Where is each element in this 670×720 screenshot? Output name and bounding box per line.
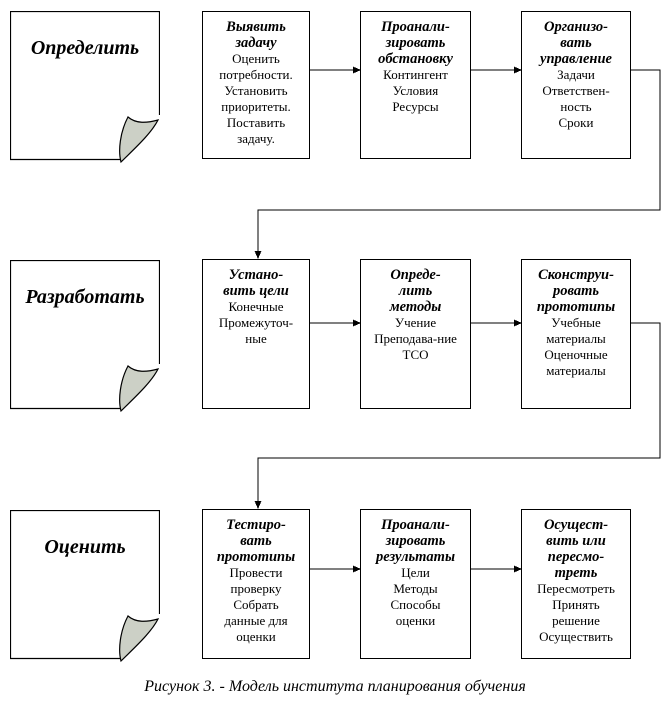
step-body: Учение Преподава-ние ТСО [374,315,457,362]
step-body: Пересмотреть Принять решение Осуществить [537,581,615,644]
stage-label: Оценить [44,536,126,558]
step-box-set-goals: Устано- вить цели Конечные Промежуточ- н… [202,259,310,409]
stage-card-develop: Разработать [10,260,160,415]
step-title: Организо- вать управление [540,19,612,67]
stage-card-define: Определить [10,11,160,166]
step-title: Устано- вить цели [223,267,289,299]
stage-label: Разработать [25,286,145,308]
step-body: Оценить потребности. Установить приорите… [219,51,293,146]
figure-caption: Рисунок 3. - Модель института планирован… [144,678,526,695]
step-body: Цели Методы Способы оценки [390,565,441,628]
step-box-identify-task: Выявить задачу Оценить потребности. Уста… [202,11,310,159]
step-body: Провести проверку Собрать данные для оце… [224,565,288,644]
step-body: Учебные материалы Оценочные материалы [544,315,608,378]
arrowhead-down [254,251,262,259]
step-title: Проанали- зировать обстановку [378,19,453,67]
step-title: Опреде- лить методы [389,267,442,315]
page-fold-corner [119,116,160,164]
step-box-define-methods: Опреде- лить методы Учение Преподава-ние… [360,259,471,409]
step-body: Задачи Ответствен- ность Сроки [542,67,610,130]
step-box-analyze-situation: Проанали- зировать обстановку Контингент… [360,11,471,159]
step-body: Контингент Условия Ресурсы [383,67,448,114]
stage-card-evaluate: Оценить [10,510,160,665]
step-title: Выявить задачу [226,19,286,51]
page-fold-corner [119,365,160,413]
stage-label: Определить [30,37,140,59]
step-box-test-prototypes: Тестиро- вать прототипы Провести проверк… [202,509,310,659]
folded-page-shape [10,260,160,413]
step-title: Осущест- вить или пересмо- треть [543,517,609,581]
step-title: Проанали- зировать результаты [375,517,456,565]
arrowhead-down [254,501,262,509]
step-box-implement-or-revise: Осущест- вить или пересмо- треть Пересмо… [521,509,631,659]
step-box-construct-prototypes: Сконструи- ровать прототипы Учебные мате… [521,259,631,409]
step-title: Сконструи- ровать прототипы [536,267,616,315]
step-title: Тестиро- вать прототипы [216,517,296,565]
step-box-organize-management: Организо- вать управление Задачи Ответст… [521,11,631,159]
step-box-analyze-results: Проанали- зировать результаты Цели Метод… [360,509,471,659]
folded-page-shape [10,11,160,164]
step-body: Конечные Промежуточ- ные [218,299,294,346]
page-fold-corner [119,615,160,663]
folded-page-shape [10,510,160,663]
